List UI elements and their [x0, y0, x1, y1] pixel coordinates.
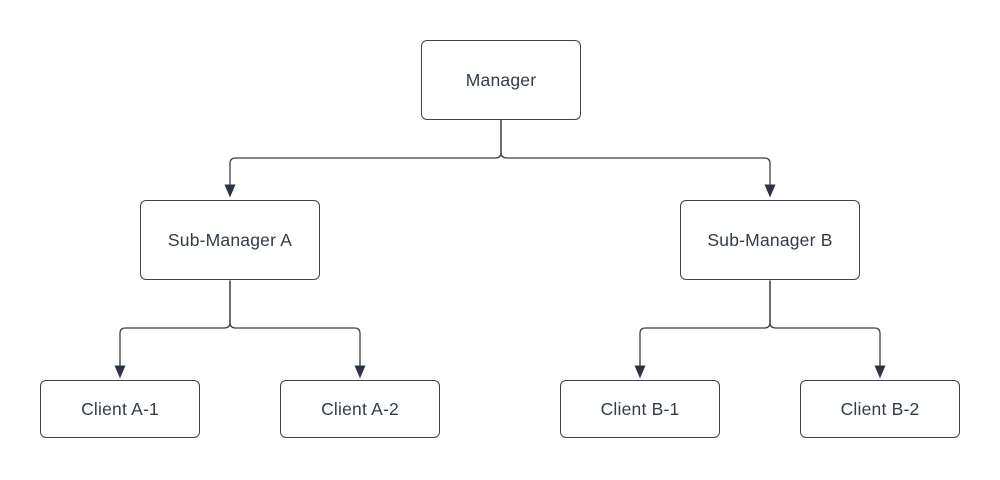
arrowhead-icon: [224, 184, 236, 198]
node-sub-manager-a: Sub-Manager A: [140, 200, 320, 280]
node-manager: Manager: [421, 40, 581, 120]
node-client-b1-label: Client B-1: [600, 398, 680, 419]
node-sub-manager-b: Sub-Manager B: [680, 200, 860, 280]
node-client-b1: Client B-1: [560, 380, 720, 438]
node-client-a1-label: Client A-1: [81, 398, 159, 419]
connector-manager-to-sub-manager-b: [500, 119, 771, 185]
node-client-a1: Client A-1: [40, 380, 200, 438]
arrowhead-icon: [354, 365, 366, 379]
node-sub-manager-a-label: Sub-Manager A: [167, 229, 293, 250]
connector-sub-manager-a-to-client-a2: [229, 280, 361, 366]
node-client-a2: Client A-2: [280, 380, 440, 438]
node-sub-manager-b-label: Sub-Manager B: [707, 229, 833, 250]
connector-manager-to-sub-manager-a: [229, 119, 502, 185]
node-manager-label: Manager: [465, 69, 537, 90]
arrowhead-icon: [764, 184, 776, 198]
node-client-a2-label: Client A-2: [321, 398, 399, 419]
arrowhead-icon: [634, 365, 646, 379]
connector-sub-manager-b-to-client-b1: [639, 280, 771, 366]
arrowhead-icon: [114, 365, 126, 379]
arrowhead-icon: [874, 365, 886, 379]
node-client-b2-label: Client B-2: [840, 398, 920, 419]
connector-sub-manager-b-to-client-b2: [769, 280, 881, 366]
node-client-b2: Client B-2: [800, 380, 960, 438]
connector-sub-manager-a-to-client-a1: [119, 280, 231, 366]
